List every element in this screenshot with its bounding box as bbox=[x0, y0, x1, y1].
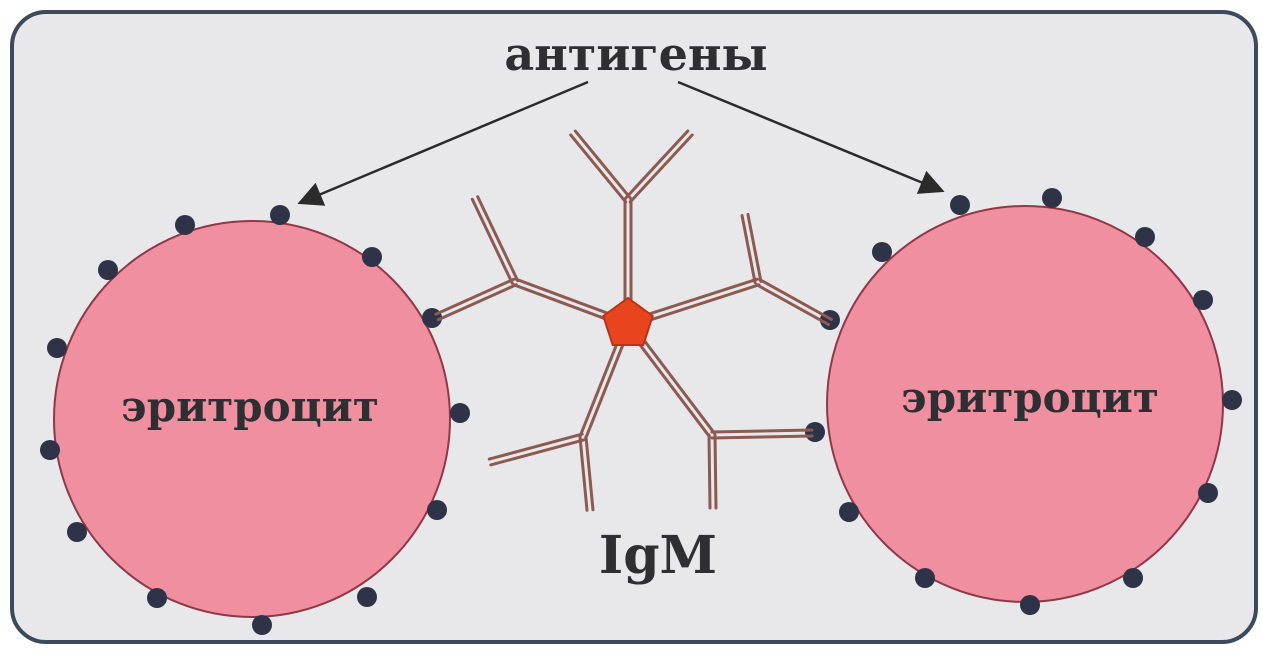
antigen-dot bbox=[147, 588, 167, 608]
antigen-dot bbox=[450, 403, 470, 423]
antigen-dot bbox=[175, 215, 195, 235]
erythrocyte-right-label: эритроцит bbox=[901, 373, 1159, 422]
antigen-dot bbox=[252, 615, 272, 635]
antigen-dot bbox=[872, 242, 892, 262]
antigen-dot bbox=[1222, 390, 1242, 410]
igm-fab-3-1-edge bbox=[712, 436, 812, 438]
erythrocyte-left-label: эритроцит bbox=[121, 382, 379, 431]
antigen-dot bbox=[427, 500, 447, 520]
antigen-dot bbox=[1198, 483, 1218, 503]
antigens-label: антигены bbox=[504, 27, 767, 81]
antigen-dot bbox=[950, 195, 970, 215]
igm-fab-3-1-edge bbox=[712, 430, 812, 432]
antigen-dot bbox=[1042, 188, 1062, 208]
antigen-dot bbox=[1020, 595, 1040, 615]
antigen-dot bbox=[270, 205, 290, 225]
antigen-dot bbox=[915, 568, 935, 588]
antigen-dot bbox=[839, 502, 859, 522]
antigen-dot bbox=[67, 522, 87, 542]
antigen-dot bbox=[1193, 290, 1213, 310]
antigen-dot bbox=[362, 247, 382, 267]
antigen-dot bbox=[805, 422, 825, 442]
igm-label: IgM bbox=[599, 525, 717, 586]
antigen-dot bbox=[1135, 227, 1155, 247]
igm-fab-3-2-edge bbox=[709, 435, 710, 508]
antigen-dot bbox=[47, 338, 67, 358]
antigen-dot bbox=[357, 587, 377, 607]
antigen-dot bbox=[98, 260, 118, 280]
igm-fab-3-2-edge bbox=[715, 435, 716, 508]
antigen-dot bbox=[1123, 568, 1143, 588]
antigen-dot bbox=[40, 440, 60, 460]
